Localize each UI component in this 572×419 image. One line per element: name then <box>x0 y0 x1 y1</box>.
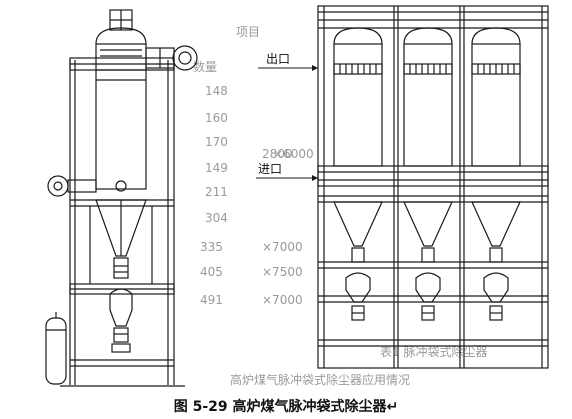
outlet-label: 出口 <box>266 52 290 66</box>
ghost-value-5: 211 <box>205 185 228 199</box>
ghost-value-6: 304 <box>205 211 228 225</box>
ghost-dim-3: ×7000 <box>262 240 303 254</box>
inlet-label-group: 进口 <box>256 162 318 181</box>
ghost-value-4: 149 <box>205 161 228 175</box>
outlet-arrow-icon <box>312 65 318 71</box>
ghost-dim-2: ×6000 <box>273 147 314 161</box>
ghost-value-9: 491 <box>200 293 223 307</box>
inlet-arrow-icon <box>312 175 318 181</box>
filter-unit-2 <box>403 27 453 321</box>
filter-unit-1 <box>333 27 383 321</box>
front-elevation <box>317 5 549 369</box>
ghost-dim-4: ×7500 <box>262 265 303 279</box>
ghost-value-1: 148 <box>205 84 228 98</box>
ghost-value-7: 335 <box>200 240 223 254</box>
ghost-value-8: 405 <box>200 265 223 279</box>
inlet-label: 进口 <box>258 162 282 176</box>
outlet-label-group: 出口 <box>258 52 318 71</box>
ghost-dim-1: 2800 <box>262 147 293 161</box>
ghost-dim-5: ×7000 <box>262 293 303 307</box>
side-elevation <box>45 9 198 387</box>
ghost-footer-2: 高炉煤气脉冲袋式除尘器应用情况 <box>230 372 410 387</box>
ghost-header-left: 项目 <box>236 25 260 39</box>
filter-unit-3 <box>471 27 521 321</box>
ghost-header-right: 数量 <box>193 59 217 74</box>
ghost-value-3: 170 <box>205 135 228 149</box>
figure-caption: 图 5-29 高炉煤气脉冲袋式除尘器↵ <box>173 399 399 415</box>
background-text-layer: 项目 数量 148 160 170 149 211 304 335 405 49… <box>193 25 487 387</box>
ghost-value-2: 160 <box>205 111 228 125</box>
